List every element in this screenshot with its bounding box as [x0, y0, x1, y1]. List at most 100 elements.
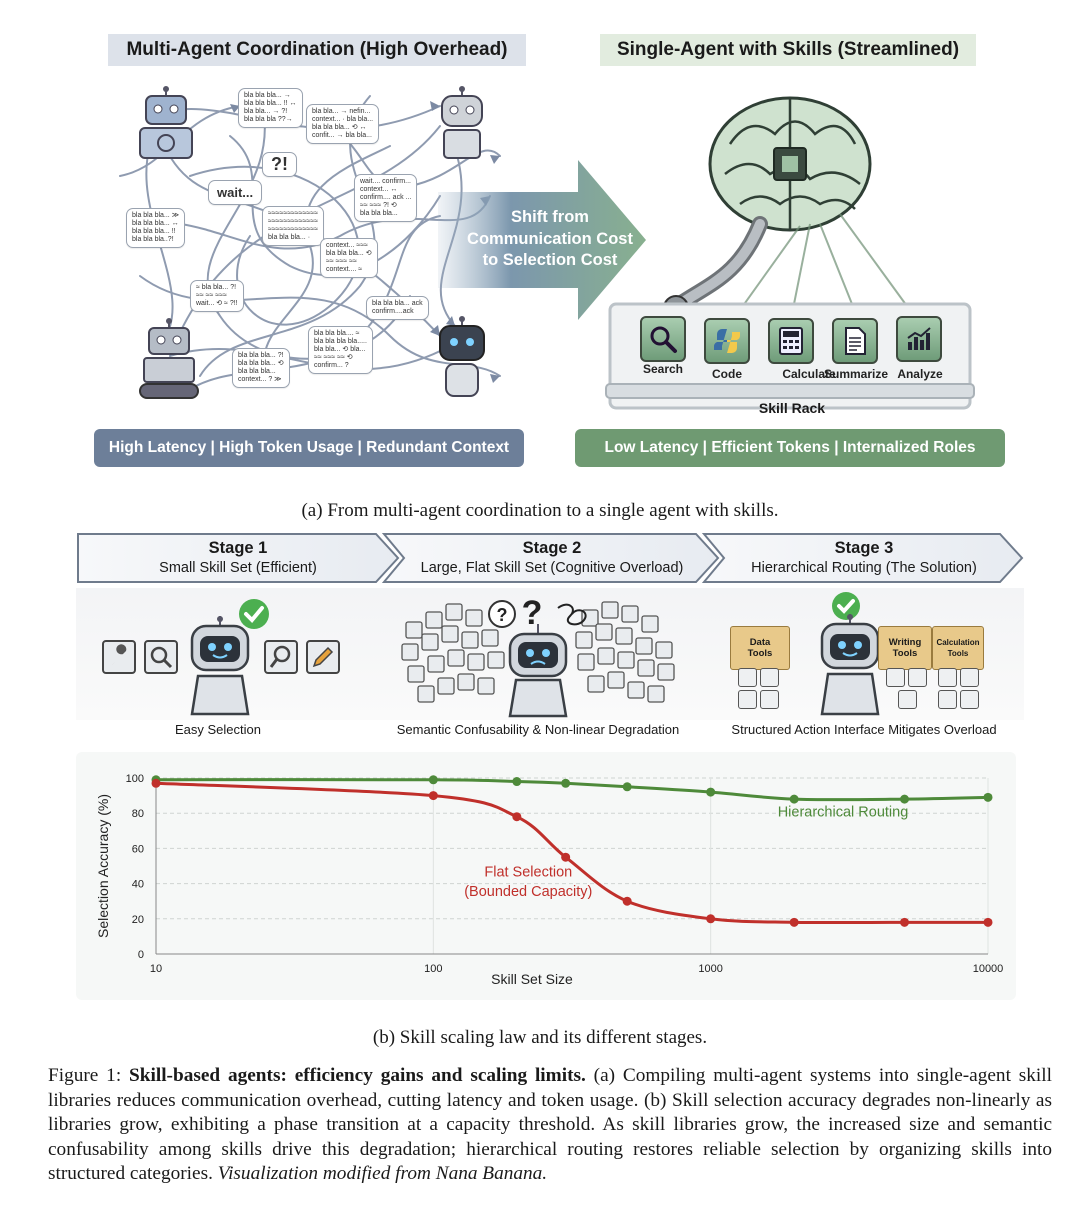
flat-selection-point [706, 914, 716, 924]
stage-2-title: Stage 2 [522, 539, 582, 557]
speech-bubble: ≈≈≈≈≈≈≈≈≈≈≈≈≈ ≈≈≈≈≈≈≈≈≈≈≈≈≈ ≈≈≈≈≈≈≈≈≈≈≈≈… [262, 206, 324, 246]
x-tick-label: 100 [424, 963, 442, 975]
chart-panel-bg [76, 752, 1016, 1000]
folder-calculation-tools: Calculation Tools [932, 626, 984, 670]
calculator-skill-icon [768, 318, 814, 364]
stage-2-subtitle: Large, Flat Skill Set (Cognitive Overloa… [420, 560, 684, 576]
settings-icon [738, 690, 757, 709]
speech-bubble: bla bla bla... ?! bla bla bla... ⟲ bla b… [232, 348, 290, 388]
y-tick-label: 20 [132, 914, 144, 926]
hierarchical-routing-point [622, 782, 632, 792]
figure-caption: Figure 1: Skill-based agents: efficiency… [48, 1064, 1052, 1187]
figure-caption-credit: Visualization modified from Nana Banana. [217, 1163, 548, 1184]
pencil-icon [908, 668, 927, 687]
x-tick-label: 1000 [698, 963, 722, 975]
panel-a-right-title: Single-Agent with Skills (Streamlined) [600, 34, 976, 66]
x-tick-label: 10 [150, 963, 162, 975]
stage-1-subtitle: Small Skill Set (Efficient) [159, 560, 317, 576]
skill-label-summarize: Summarize [823, 367, 889, 381]
flat-selection-point [428, 791, 438, 801]
skill-label-search: Search [642, 362, 684, 376]
hierarchical-routing-point [983, 792, 993, 802]
shift-arrow-label: Shift from Communication Cost to Selecti… [467, 208, 633, 269]
speech-bubble: context... ≈≈≈ bla bla bla... ⟲ ≈≈ ≈≈≈ ≈… [320, 238, 378, 278]
flat-selection-annotation-sub: (Bounded Capacity) [464, 884, 592, 900]
stage-3-title: Stage 3 [834, 539, 894, 557]
magnifier-icon [264, 640, 298, 674]
x-axis-label: Skill Set Size [491, 971, 573, 987]
stage-1-caption: Easy Selection [175, 722, 261, 737]
speech-bubble: bla bla bla... ack confirm....ack [366, 296, 429, 320]
hierarchical-routing-point [428, 775, 438, 785]
list-icon [960, 668, 979, 687]
speech-bubble: ?! [262, 152, 297, 177]
skill-label-analyze: Analyze [897, 367, 943, 381]
pencil-icon [306, 640, 340, 674]
search-skill-icon [640, 316, 686, 362]
crowded-skill-icons: ? ? [401, 594, 675, 718]
database-icon [738, 668, 757, 687]
y-tick-label: 100 [126, 773, 144, 785]
left-footer-badge: High Latency | High Token Usage | Redund… [94, 429, 524, 467]
robot-icon [820, 614, 880, 716]
stage-3-subtitle: Hierarchical Routing (The Solution) [751, 560, 977, 576]
flat-selection-annotation: Flat Selection [484, 865, 572, 881]
flat-selection-point [789, 917, 799, 927]
x-tick-label: 10000 [973, 963, 1004, 975]
keyboard-icon [886, 668, 905, 687]
speech-bubble: wait.... confirm... context... ↔ confirm… [354, 174, 418, 222]
robot-icon [190, 616, 250, 716]
flat-selection-point [151, 778, 161, 788]
brain-illustration [657, 96, 921, 345]
flat-selection-point [512, 812, 522, 822]
flat-selection-point [900, 917, 910, 927]
hierarchical-routing-annotation: Hierarchical Routing [778, 805, 909, 821]
stage-3-caption: Structured Action Interface Mitigates Ov… [731, 722, 997, 737]
y-tick-label: 40 [132, 879, 144, 891]
check-icon [832, 592, 860, 620]
panel-a-caption: (a) From multi-agent coordination to a s… [301, 500, 779, 521]
code-icon [960, 690, 979, 709]
skill-label-code: Code [712, 367, 742, 381]
hierarchical-routing-point [900, 794, 910, 804]
svg-text:?: ? [522, 594, 543, 632]
y-tick-label: 0 [138, 949, 144, 961]
robot-icon [439, 316, 485, 397]
speech-bubble: bla bla... → nefin... context... · bla b… [306, 104, 380, 144]
y-axis-label: Selection Accuracy (%) [95, 794, 111, 938]
pen-icon [898, 690, 917, 709]
folder-writing-tools: Writing Tools [878, 626, 932, 670]
speech-bubble: wait... [208, 180, 263, 205]
speech-bubble: bla bla bla... ≫ bla bla bla... ↔ bla bl… [126, 208, 186, 248]
panel-a-left-title: Multi-Agent Coordination (High Overhead) [108, 34, 526, 66]
stage-2-caption: Semantic Confusability & Non-linear Degr… [396, 722, 680, 737]
check-icon [239, 599, 269, 629]
wrench-icon [102, 640, 136, 674]
chart-icon [760, 668, 779, 687]
hierarchical-routing-point [512, 777, 522, 787]
figure-label: Figure 1: [48, 1065, 122, 1086]
hierarchical-routing-point [789, 794, 799, 804]
flat-selection-line [155, 781, 988, 925]
folder-data-tools: Data Tools [730, 626, 790, 670]
y-tick-label: 60 [132, 843, 144, 855]
flat-selection-point [983, 917, 993, 927]
figure-caption-body: (a) Compiling multi-agent systems into s… [48, 1065, 1052, 1184]
code-skill-icon [704, 318, 750, 364]
speech-bubble: bla bla bla... → bla bla bla... !! ↔ bla… [238, 88, 303, 128]
speech-bubble: ≈ bla bla... ?! ≈≈ ≈≈ ≈≈≈ wait... ⟲ ≈ ?!… [190, 280, 244, 312]
skill-label-calculate: Calculate [782, 367, 836, 381]
table-icon [760, 690, 779, 709]
calculator-icon [938, 668, 957, 687]
robot-icon [139, 318, 199, 399]
magnifier-icon [144, 640, 178, 674]
svg-text:?: ? [497, 605, 508, 625]
hierarchical-routing-point [706, 787, 716, 797]
speech-bubble: bla bla bla.... ≈ bla bla bla bla..... b… [308, 326, 373, 374]
panel-b-caption: (b) Skill scaling law and its different … [372, 1027, 708, 1048]
robot-icon [441, 86, 483, 159]
figure-caption-title: Skill-based agents: efficiency gains and… [129, 1065, 586, 1086]
flat-selection-point [622, 896, 632, 906]
robot-icon [139, 86, 193, 159]
